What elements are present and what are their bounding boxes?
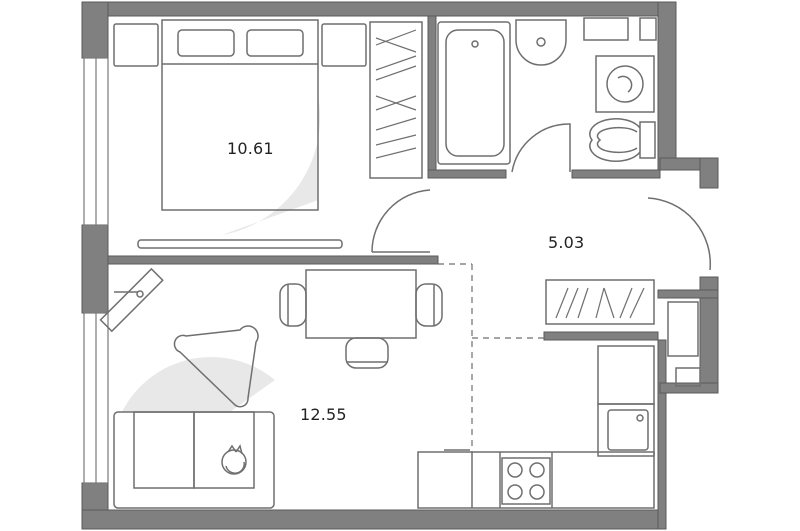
right-wall-lower [657,339,667,530]
left-wall-middle [81,224,109,314]
niche-box-bottom [675,367,701,387]
wardrobe-hangers [375,29,417,159]
nightstand-right [321,23,367,67]
sofa-seat-left [133,411,195,489]
entrance-door [647,197,712,271]
double-bed [161,19,319,211]
bathroom-door [511,123,571,173]
hall-area-label: 5.03 [548,233,585,252]
shelf-dark [639,17,657,41]
fridge [597,345,655,405]
toilet-icon [589,118,656,162]
pillow-left [177,29,235,57]
top-wall [81,1,677,17]
sofa-seat-right [193,411,255,489]
bedroom-bottom-wall [107,255,439,265]
living-area-label: 12.55 [300,405,347,424]
bathroom-fixtures [437,17,657,173]
right-wall-upper [657,1,677,171]
chair-right [415,283,443,327]
sink-drain [536,37,546,47]
bedroom-furniture [113,19,431,253]
coffee-table [173,325,259,408]
niche-box-top [667,301,699,357]
washer-swirl [617,75,633,93]
living-swing-shadow [122,357,275,412]
bedroom-door-swing-shadow [222,95,321,235]
bottom-wall [81,509,663,530]
bench [137,239,343,249]
kitchen-sink [607,409,649,451]
bathtub-icon [437,21,511,165]
washer-drum [606,65,644,103]
pillow-right [246,29,304,57]
washing-machine-icon [595,55,655,113]
bedroom-area-label: 10.61 [227,139,274,158]
tv-stand [99,267,164,333]
bath-bottom-wall-left [427,169,507,179]
right-niche-base [659,382,719,394]
toilet-bowl-inner [596,126,638,154]
hall-right-wall [657,289,719,299]
stove-icon [501,457,551,505]
counter-with-sink [597,403,655,457]
nightstand-left [113,23,159,67]
bathtub-inner [445,29,505,157]
bedroom-door [371,189,431,253]
wardrobe [369,21,423,179]
kitchen-stub-wall [543,331,659,341]
living-furniture [99,267,443,509]
dining-table [305,269,417,339]
chair-bottom [345,337,389,369]
hall-wardrobe-hangers [555,287,645,319]
hall-wardrobe [545,279,655,325]
sink-icon [515,19,567,66]
right-niche-stub [699,157,719,189]
kitchen-sink-drain [636,414,644,422]
lower-counter [417,451,655,509]
tv-knob [136,290,144,298]
left-wall-top [81,1,109,59]
bath-bottom-wall-right [571,169,661,179]
kitchen-units [417,345,655,509]
bathtub-drain [471,40,479,48]
cat-icon [221,444,247,475]
windows [83,57,109,484]
shelf-white [583,17,629,41]
hall-elements [438,197,712,452]
chair-left [279,283,307,327]
bath-left-wall [427,15,437,179]
